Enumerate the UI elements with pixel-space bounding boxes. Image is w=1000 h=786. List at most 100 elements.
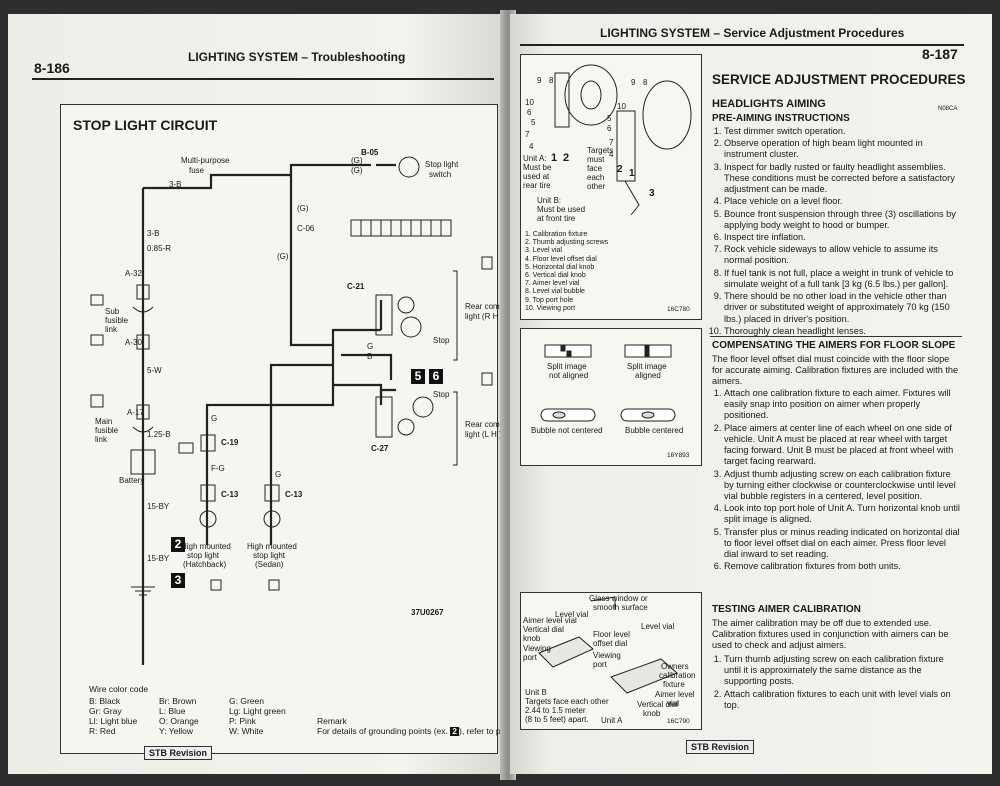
wire-code-cell: L: Blue <box>159 706 186 716</box>
fig1-num-7: 7 <box>525 130 530 139</box>
label-a17: A-17 <box>127 408 144 417</box>
bubble-centered-label: Bubble centered <box>625 426 684 435</box>
fig3-targets2: 2.44 to 1.5 meter <box>525 706 586 715</box>
label-w15by2: 15-BY <box>147 554 170 563</box>
list-item: Attach calibration fixtures to each unit… <box>724 689 962 711</box>
fuse-to-switch-wire <box>143 173 291 190</box>
list-item: Inspect for badly rusted or faulty headl… <box>724 162 962 196</box>
floor-dial-label2: offset dial <box>593 639 628 648</box>
left-page-number: 8-186 <box>34 60 70 76</box>
ground-marker-5: 5 <box>411 369 425 384</box>
stop-light-switch-symbol <box>398 156 420 178</box>
label-mpfuse: Multi-purpose <box>181 156 230 165</box>
rear-tire-hub <box>580 80 602 110</box>
fuse-a30 <box>136 334 150 350</box>
label-w085: 0.85-R <box>147 244 172 253</box>
remark-text-main: For details of grounding points (ex. <box>317 726 448 736</box>
legend-item: 6. Vertical dial knob <box>525 272 586 280</box>
legend-item: 10. Viewing port <box>525 304 576 312</box>
fig3-code: 16C790 <box>667 718 690 725</box>
right-page: LIGHTING SYSTEM – Service Adjustment Pro… <box>510 14 992 774</box>
sedan-hm-bulb <box>263 510 281 528</box>
label-g2: (G) <box>351 166 363 175</box>
section1-code: N08CA <box>938 106 958 112</box>
fig1b-num-2: 2 <box>617 164 623 175</box>
fig1-num-5: 5 <box>531 118 536 127</box>
viewing-port-label: Viewing <box>523 644 551 653</box>
label-subfuse2: fusible <box>105 316 129 325</box>
list-item: Inspect tire inflation. <box>724 232 962 243</box>
unit-b-shape <box>538 636 594 668</box>
label-c19: C-19 <box>221 438 239 447</box>
unit-b-label2: Must be used <box>537 205 586 214</box>
label-wire-b1: B <box>367 352 373 361</box>
aimer-figure: 10 9 8 6 5 7 4 1 2 Unit A: Must be used … <box>520 54 702 320</box>
targets-label2: must <box>587 155 605 164</box>
fig1b-num-9: 9 <box>631 78 636 87</box>
owners-label3: fixture <box>663 680 685 689</box>
list-item: There should be no other load in the veh… <box>724 291 962 325</box>
list-item: Place aimers at center line of each whee… <box>724 423 962 468</box>
lh-tail-bulb <box>397 418 415 436</box>
remark-text: For details of grounding points (ex. 2),… <box>317 727 508 736</box>
targets-label3: face <box>587 164 603 173</box>
floor-steps-list: Attach one calibration fixture to each a… <box>710 388 962 574</box>
right-header-rule <box>520 44 964 46</box>
wire-code-cell: W: White <box>229 726 264 736</box>
viewing-port-label3: Viewing <box>593 651 621 660</box>
legend-item: 2. Thumb adjusting screws <box>525 239 609 247</box>
wire-code-row: Gr: Gray L: Blue Lg: Light green <box>89 706 309 716</box>
fuse-a32 <box>136 284 150 300</box>
label-hm-s3: (Sedan) <box>255 560 284 569</box>
left-page-header: LIGHTING SYSTEM – Troubleshooting <box>188 50 406 64</box>
vdial-label2: knob <box>523 634 541 643</box>
split-not-aligned-label2: not aligned <box>549 371 589 380</box>
label-stop1: Stop <box>433 336 450 345</box>
wire-code-row: R: Red Y: Yellow W: White <box>89 726 309 736</box>
aimer-level-label2: vial <box>667 699 680 708</box>
label-subfuse1: Sub <box>105 307 120 316</box>
floor-dial-label: Floor level <box>593 630 630 639</box>
calibration-illustration <box>538 596 678 694</box>
c19-block <box>200 434 216 452</box>
c13a-block <box>200 484 216 502</box>
connector-icon-top <box>481 256 493 270</box>
targets-label4: each <box>587 173 605 182</box>
left-header-rule <box>32 78 494 80</box>
connector-icon-right <box>481 372 493 386</box>
split-image-figure: Split image not aligned Split image alig… <box>520 328 702 466</box>
label-w15by: 15-BY <box>147 502 170 511</box>
wire-code-cell: G: Green <box>229 696 264 706</box>
a30-icon <box>90 334 104 346</box>
unit-a-label2: Must be <box>523 163 552 172</box>
fig1-num-4: 4 <box>529 142 534 151</box>
owners-label2: calibration <box>659 671 696 680</box>
testing-calibration-heading: TESTING AIMER CALIBRATION <box>712 604 861 615</box>
testing-steps-ol: Turn thumb adjusting screw on each calib… <box>710 654 962 711</box>
label-c13b: C-13 <box>285 490 303 499</box>
fig1-num-1: 1 <box>551 152 558 164</box>
diagram-title: STOP LIGHT CIRCUIT <box>73 117 218 133</box>
fig1b-num-5: 5 <box>607 114 612 123</box>
legend-item: 3. Level vial <box>525 247 562 255</box>
main-fuse-icon <box>90 394 104 408</box>
wire-code-cell: Ll: Light blue <box>89 716 138 726</box>
wire-code-cell: Gr: Gray <box>89 706 122 716</box>
unit-a-label4: rear tire <box>523 181 551 190</box>
label-battery: Battery <box>119 476 145 485</box>
list-item: If fuel tank is not full, place a weight… <box>724 268 962 290</box>
fig3-unit-a: Unit A <box>601 716 623 725</box>
list-item: Remove calibration fixtures from both un… <box>724 561 962 572</box>
label-wire-g3: G <box>367 342 374 351</box>
label-hm-h2: stop light <box>187 551 220 560</box>
pre-aiming-list: Test dimmer switch operation.Observe ope… <box>710 126 962 338</box>
c06-pins <box>360 220 442 236</box>
label-diagram-code: 37U0267 <box>411 608 444 617</box>
c21-connector <box>375 294 393 336</box>
bubble-not-centered-label: Bubble not centered <box>531 426 603 435</box>
split-aligned-label2: aligned <box>635 371 661 380</box>
label-mainfuse3: link <box>95 435 108 444</box>
aimer-vial-label: Aimer level vial <box>523 616 577 625</box>
unit-b-fixture <box>624 180 640 216</box>
unit-a-label3: used at <box>523 172 550 181</box>
